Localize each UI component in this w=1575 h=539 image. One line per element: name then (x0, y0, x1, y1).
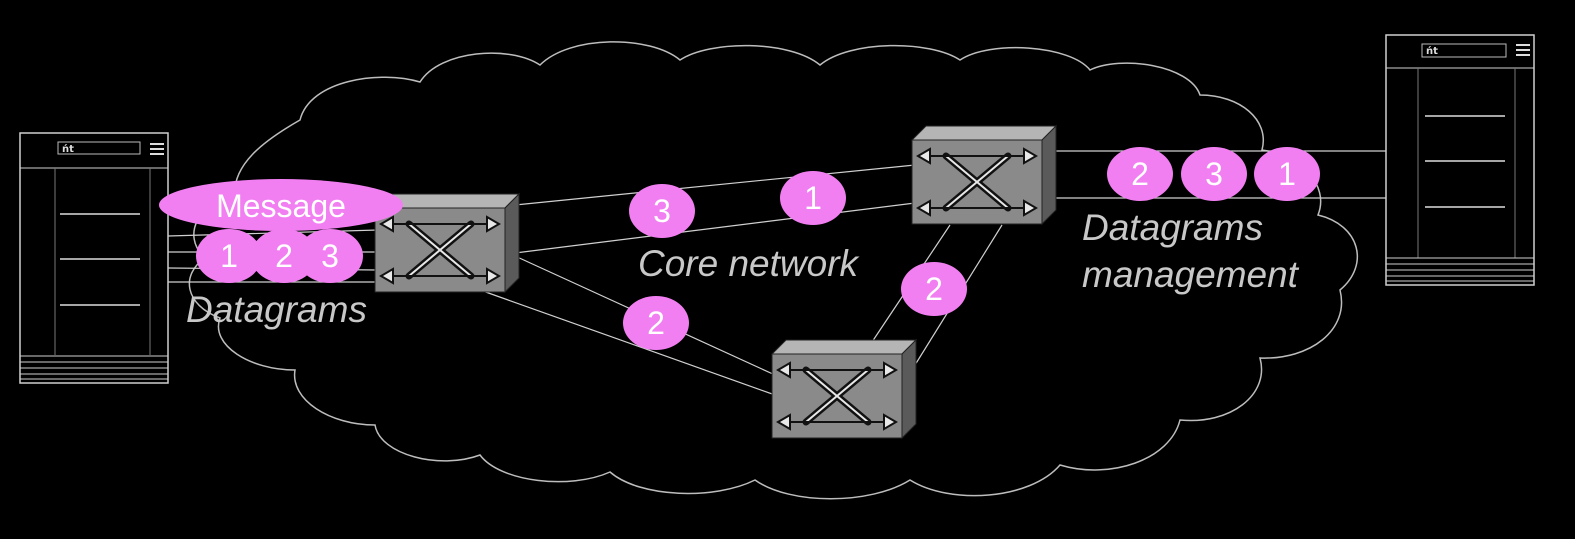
receiver-packet-2: 2 (1131, 156, 1149, 192)
upper-link-packets: 3 1 (629, 171, 846, 238)
receiver-menu-icon (1516, 44, 1530, 56)
switch-2 (912, 126, 1056, 224)
receiver-packets: 2 3 1 (1107, 147, 1320, 201)
receiver-packet-3: 3 (1205, 156, 1223, 192)
sender-menu-icon (150, 143, 164, 155)
lower-packet-2: 2 (647, 305, 665, 341)
switch-3 (772, 340, 916, 438)
sender-server-badge: ńt (62, 143, 74, 155)
right-link-packet: 2 (901, 262, 967, 316)
sender-server: ńt (19, 132, 169, 384)
message-label: Message (216, 188, 346, 224)
receiver-server-badge: ńt (1426, 45, 1438, 57)
core-network-cloud (188, 41, 1358, 500)
upper-packet-3: 3 (653, 193, 671, 229)
datagrams-label: Datagrams (186, 289, 367, 330)
sender-packet-3: 3 (321, 238, 339, 274)
receiver-packet-1: 1 (1278, 156, 1296, 192)
upper-packet-1: 1 (804, 180, 822, 216)
right-packet-2: 2 (925, 271, 943, 307)
sender-packet-2: 2 (275, 238, 293, 274)
core-network-label: Core network (638, 243, 861, 284)
lower-link-packet: 2 (623, 296, 689, 350)
datagrams-management-line1: Datagrams (1082, 207, 1263, 248)
datagrams-management-line2: management (1082, 254, 1300, 295)
receiver-server: ńt (1385, 34, 1535, 286)
sender-packets: 1 2 3 (196, 229, 363, 283)
sender-packet-1: 1 (220, 238, 238, 274)
message-bubble: Message (159, 179, 403, 231)
